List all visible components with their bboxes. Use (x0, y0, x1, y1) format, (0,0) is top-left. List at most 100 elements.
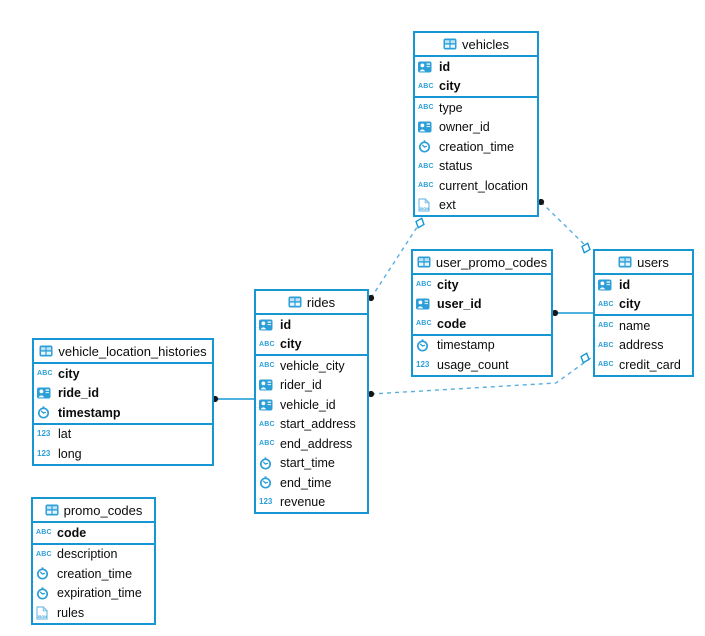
relation-rides-to-vehicles (367, 217, 425, 302)
column-end_time: end_time (256, 473, 367, 493)
relation-diamond-marker (415, 217, 425, 229)
clock-icon (37, 406, 50, 419)
column-name: timestamp (58, 405, 121, 420)
column-name: description (57, 547, 118, 562)
column-name: lat (58, 427, 72, 442)
column-name: city (619, 297, 641, 312)
relation-vehicles-to-users (537, 198, 593, 254)
clock-icon (259, 476, 272, 489)
table-name: vehicle_location_histories (58, 343, 207, 359)
id-icon (259, 319, 273, 331)
relation-vehicle_location_histories-to-rides (211, 395, 256, 403)
column-name: city (437, 277, 459, 292)
text-type-icon: ABC (418, 104, 434, 112)
svg-text:JSON: JSON (37, 615, 47, 619)
text-type-icon: ABC (37, 370, 53, 378)
json-icon: JSON (418, 198, 430, 212)
text-type-icon: ABC (418, 182, 434, 190)
column-name: code (437, 316, 467, 331)
clock-icon (36, 587, 49, 600)
svg-text:JSON: JSON (419, 207, 429, 211)
relation-dot-marker (551, 309, 559, 317)
column-name: end_time (280, 475, 332, 490)
column-ext: JSON ext (415, 196, 537, 216)
column-vehicle_city: ABC vehicle_city (256, 356, 367, 376)
relation-dot-marker (367, 390, 375, 398)
column-vehicle_id: vehicle_id (256, 395, 367, 415)
column-name: rider_id (280, 378, 322, 393)
table-name: rides (306, 294, 336, 310)
column-name: vehicle_id (280, 397, 336, 412)
text-type-icon: ABC (259, 420, 275, 428)
id-icon (416, 298, 430, 310)
text-type-icon: ABC (259, 362, 275, 370)
column-name: start_time (280, 456, 335, 471)
column-name: id (439, 59, 451, 74)
table-name: users (637, 254, 669, 270)
column-id: id (595, 275, 692, 295)
text-type-icon: ABC (416, 281, 432, 289)
clock-icon (259, 457, 272, 470)
column-name: expiration_time (57, 586, 142, 601)
table-name: vehicles (462, 36, 509, 52)
column-name: ext (439, 198, 456, 213)
relation-dot-marker (367, 294, 375, 302)
column-name: timestamp (437, 338, 495, 353)
column-creation_time: creation_time (415, 137, 537, 157)
column-name: end_address (280, 436, 353, 451)
clock-icon (418, 140, 431, 153)
column-city: ABC city (413, 275, 551, 295)
column-timestamp: timestamp (413, 336, 551, 356)
table-icon (288, 296, 302, 308)
table-icon (39, 345, 53, 357)
column-name: vehicle_city (280, 358, 345, 373)
number-type-icon: 123 (37, 448, 51, 458)
column-name: type (439, 100, 463, 115)
id-icon (598, 279, 612, 291)
column-name: name (619, 318, 651, 333)
id-icon (418, 61, 432, 73)
relation-diamond-marker (581, 242, 591, 254)
table-icon (443, 38, 457, 50)
column-name: city (58, 366, 80, 381)
column-name: id (280, 317, 292, 332)
number-type-icon: 123 (37, 429, 51, 439)
table-header-vehicle_location_histories: vehicle_location_histories (34, 340, 212, 364)
table-name: user_promo_codes (435, 254, 548, 270)
column-name: usage_count (437, 357, 509, 372)
column-lat: 123 lat (34, 425, 212, 445)
table-icon (417, 256, 431, 268)
text-type-icon: ABC (598, 322, 614, 330)
text-type-icon: ABC (259, 340, 275, 348)
column-ride_id: ride_id (34, 384, 212, 404)
column-expiration_time: expiration_time (33, 584, 154, 604)
column-name: rules (57, 605, 85, 620)
text-type-icon: ABC (36, 529, 52, 537)
column-name: ride_id (58, 386, 99, 401)
clock-icon (416, 339, 429, 352)
clock-icon (36, 567, 49, 580)
column-id: id (415, 57, 537, 77)
